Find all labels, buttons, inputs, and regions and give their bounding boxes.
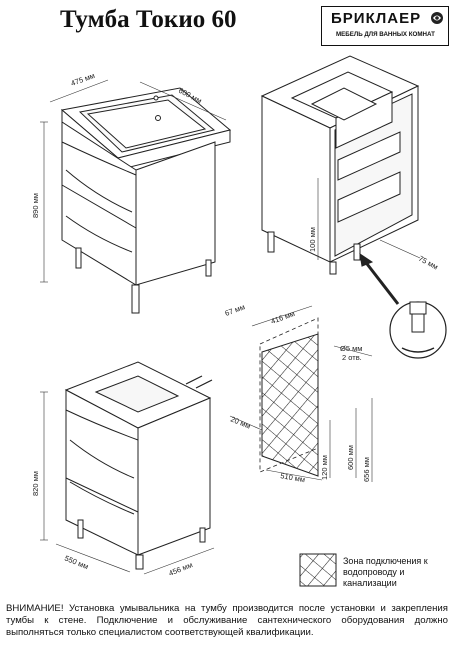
- warning-note: ВНИМАНИЕ! Установка умывальника на тумбу…: [6, 603, 448, 638]
- foot-callout: [359, 252, 447, 359]
- cabinet-frame-open: [260, 55, 420, 275]
- cabinet-with-basin: [60, 87, 232, 314]
- flower-icon: [431, 12, 443, 24]
- dim-hole: Ø5 мм: [340, 344, 362, 353]
- screw-icons: [185, 375, 213, 389]
- dim-leg-height: 100 мм: [308, 227, 317, 252]
- connection-zone-swatch: [299, 553, 337, 587]
- dim-panel-height: 600 мм: [346, 445, 355, 470]
- lower-dimension-lines: [40, 391, 215, 575]
- frame-dimension-lines: [317, 178, 421, 260]
- dim-panel-offset: 67 мм: [224, 302, 247, 318]
- page-title: Тумба Токио 60: [60, 6, 237, 33]
- dim-cabinet-height: 820 мм: [31, 471, 40, 496]
- dim-height-total: 890 мм: [31, 193, 40, 218]
- cabinet-without-basin: [64, 361, 212, 570]
- dim-cabinet-width: 550 мм: [63, 554, 89, 572]
- dim-rear-offset: 75 мм: [417, 254, 440, 272]
- dim-hole-count: 2 отв.: [342, 353, 362, 362]
- brand-logo-box: БРИКЛАЕР МЕБЕЛЬ ДЛЯ ВАННЫХ КОМНАТ: [321, 6, 449, 46]
- cabinet-dimension-lines: [40, 79, 227, 283]
- dim-cabinet-depth: 456 мм: [167, 560, 193, 578]
- brand-tagline: МЕБЕЛЬ ДЛЯ ВАННЫХ КОМНАТ: [336, 31, 435, 38]
- dim-panel-bottom: 120 мм: [320, 455, 329, 480]
- legend-label: Зона подключения к водопроводу и канализ…: [343, 556, 428, 588]
- dim-depth-top: 475 мм: [70, 71, 96, 88]
- panel-dimension-lines: [229, 305, 373, 482]
- dim-panel-span: 416 мм: [270, 309, 296, 326]
- dim-panel-width: 510 мм: [280, 471, 306, 484]
- brand-name: БРИКЛАЕР: [331, 10, 422, 27]
- dim-hole-side: 20 мм: [229, 415, 252, 431]
- dim-panel-total: 656 мм: [362, 457, 371, 482]
- back-panel: [259, 317, 319, 477]
